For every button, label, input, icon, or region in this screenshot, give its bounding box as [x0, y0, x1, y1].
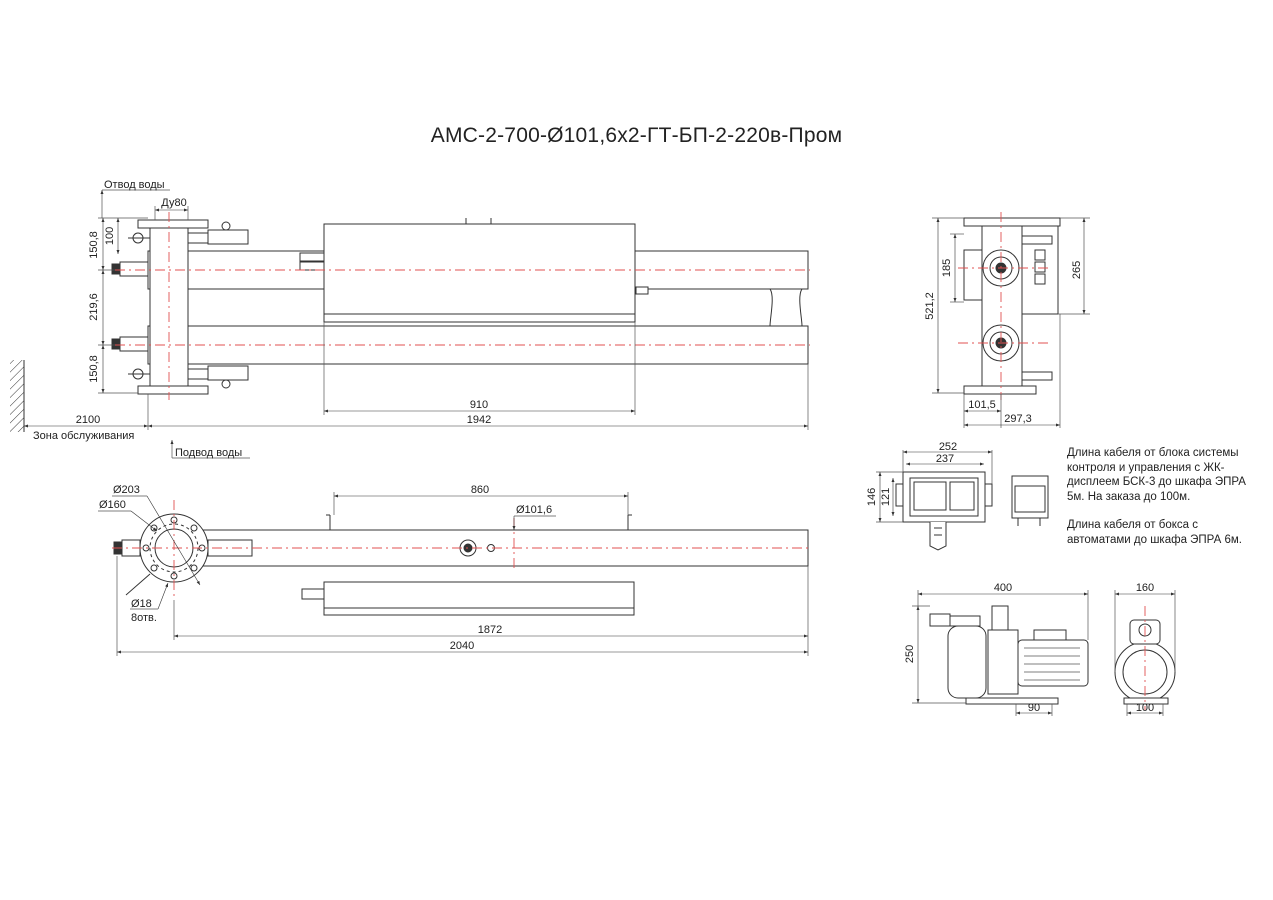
- pump-view: 400 250 90 160 100: [904, 582, 1176, 716]
- dim-910: 910: [470, 399, 488, 411]
- dim-100-pump: 100: [1136, 702, 1154, 714]
- dim-1942: 1942: [467, 414, 491, 426]
- drawing-title: АМС-2-700-Ø101,6x2-ГТ-БП-2-220в-Пром: [430, 124, 843, 147]
- label-zona: Зона обслуживания: [33, 430, 134, 442]
- dim-185: 185: [941, 259, 953, 277]
- dim-400: 400: [994, 582, 1012, 594]
- dim-121: 121: [880, 488, 892, 506]
- label-podvod-vody: Подвод воды: [175, 447, 242, 459]
- dim-297-3: 297,3: [1004, 413, 1032, 425]
- label-du80: Ду80: [161, 197, 186, 209]
- side-view: 521,2 185 265 101,5 297,3: [924, 212, 1090, 428]
- valve-fittings-left: [111, 221, 249, 389]
- dim-150-8-bottom: 150,8: [88, 355, 100, 383]
- label-holes-d18: Ø18: [131, 598, 152, 610]
- dim-d160: Ø160: [99, 499, 126, 511]
- dim-265: 265: [1071, 261, 1083, 279]
- ballast-cabinet: [323, 223, 636, 315]
- dim-d101-6: Ø101,6: [516, 504, 552, 516]
- control-box: [902, 471, 986, 523]
- dim-250: 250: [904, 645, 916, 663]
- front-view: 150,8 100 219,6 150,8 Ду80 Отвод воды По…: [10, 179, 810, 459]
- dim-d203: Ø203: [113, 484, 140, 496]
- dim-219-6: 219,6: [88, 293, 100, 321]
- dim-146: 146: [866, 488, 878, 506]
- control-unit-view: 252 237 146 121: [866, 441, 1049, 551]
- note-cable-bsk: Длина кабеля от блока системы контроля и…: [1067, 447, 1246, 503]
- connector-bulge: [769, 288, 803, 327]
- note-cable-box: Длина кабеля от бокса с автоматами до шк…: [1067, 519, 1242, 546]
- flange-top: [137, 219, 209, 229]
- dim-860: 860: [471, 484, 489, 496]
- dim-150-8-top: 150,8: [88, 231, 100, 259]
- dim-100: 100: [104, 227, 116, 245]
- pump-motor: [1017, 639, 1089, 687]
- dim-521-2: 521,2: [924, 292, 936, 320]
- label-holes-8: 8отв.: [131, 612, 157, 624]
- pump-housing: [947, 625, 987, 699]
- wall-hatch: [10, 360, 24, 432]
- flange-bottom: [137, 385, 209, 395]
- label-otvod-vody: Отвод воды: [104, 179, 165, 191]
- top-view: Ø203 Ø160 Ø18 8отв. 860 Ø101,6 1872 2040: [98, 484, 810, 656]
- dim-1872: 1872: [478, 624, 502, 636]
- dim-252: 252: [939, 441, 957, 453]
- dim-101-5: 101,5: [968, 399, 996, 411]
- dim-2040: 2040: [450, 640, 474, 652]
- dim-90: 90: [1028, 702, 1040, 714]
- breaker-box: [1011, 475, 1049, 519]
- dim-2100: 2100: [76, 414, 100, 426]
- dim-237: 237: [936, 453, 954, 465]
- dim-160: 160: [1136, 582, 1154, 594]
- top-view-cabinet: [323, 581, 635, 609]
